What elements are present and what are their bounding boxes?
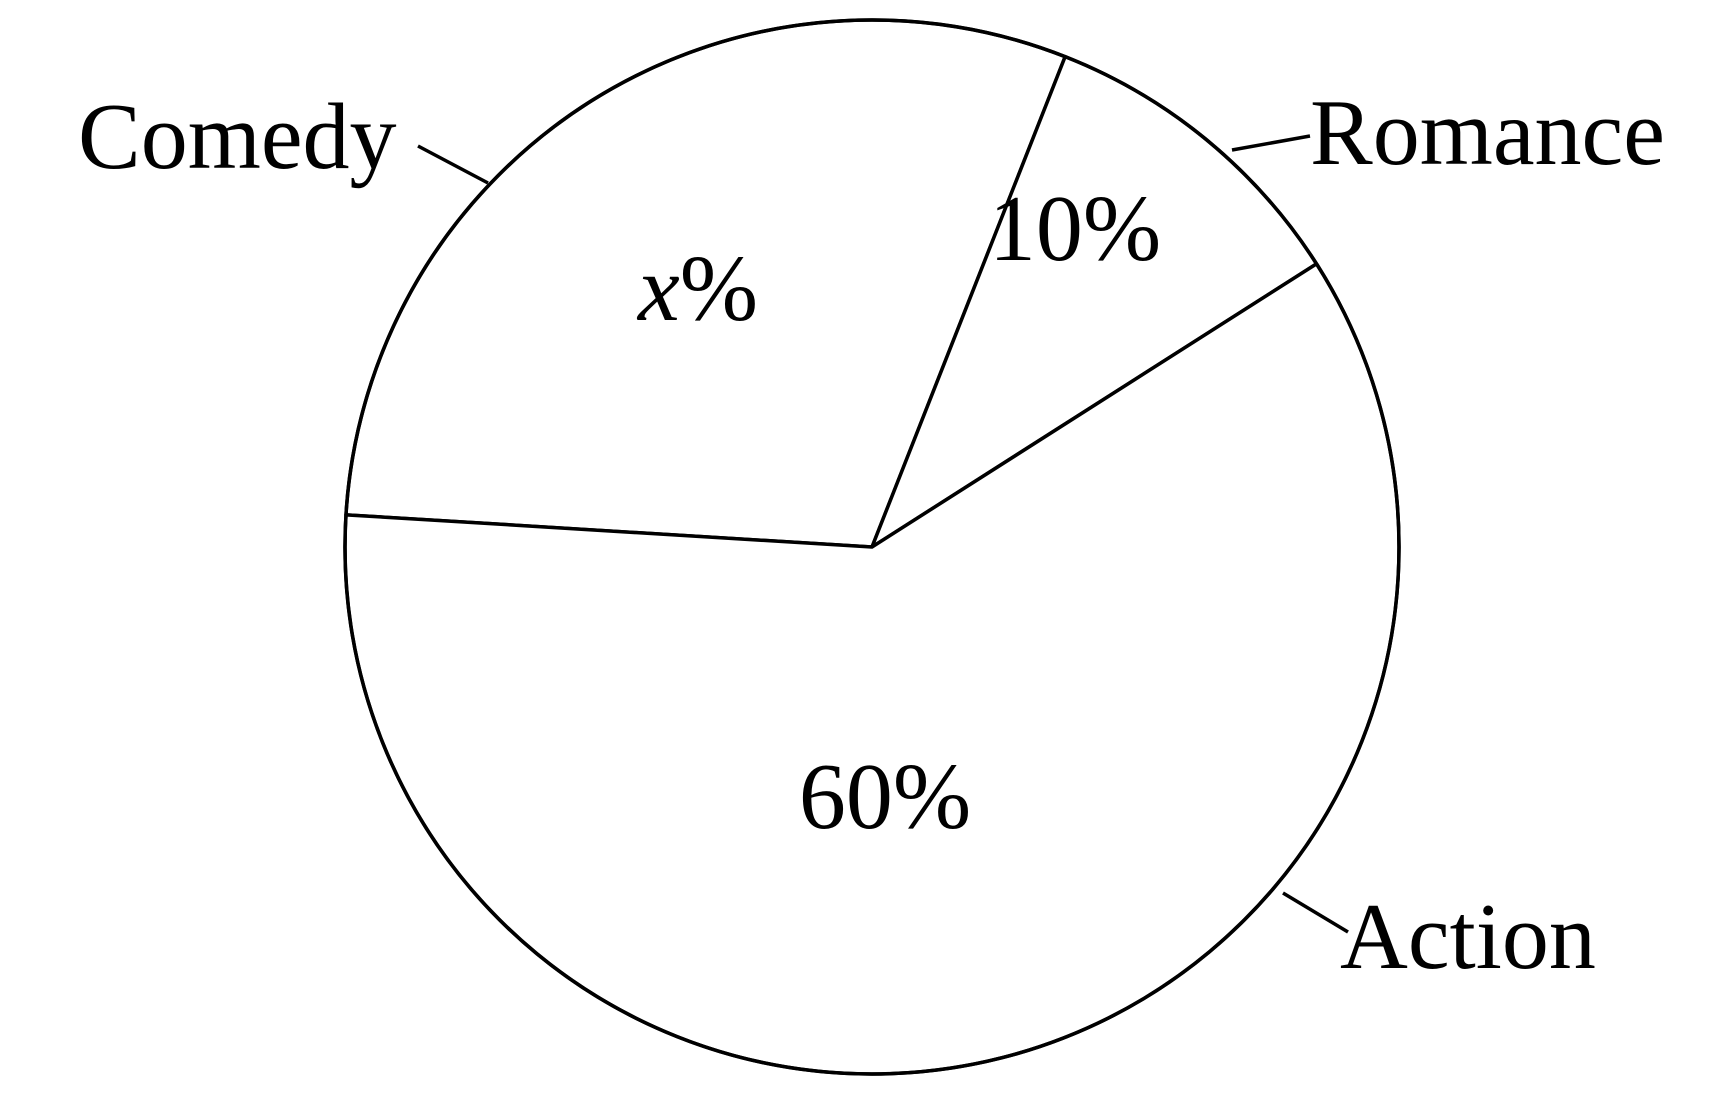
- leader-line-comedy: [417, 144, 489, 185]
- slice-value-romance: 10%: [989, 177, 1161, 281]
- leader-line-romance: [1231, 134, 1311, 152]
- slice-label-comedy: Comedy: [78, 85, 397, 189]
- slice-value-comedy: x%: [636, 237, 758, 341]
- slice-label-romance: Romance: [1310, 81, 1665, 185]
- leader-line-action: [1282, 891, 1349, 934]
- slice-value-action: 60%: [799, 745, 971, 849]
- slice-label-action: Action: [1340, 885, 1596, 989]
- pie-outline: [343, 18, 1401, 1076]
